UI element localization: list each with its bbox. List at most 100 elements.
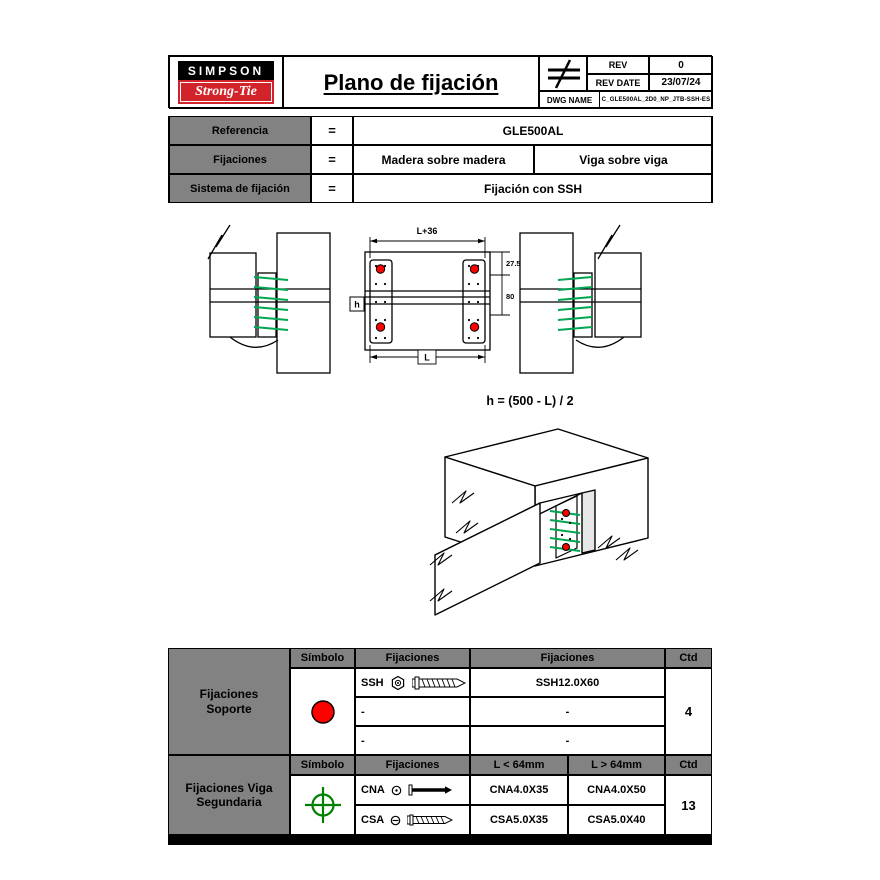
screw-head-icon — [390, 815, 401, 825]
col-ctd: Ctd — [665, 648, 712, 668]
marked-fasteners-red-3d — [562, 509, 570, 551]
support-fixings-table: Fijaciones Soporte Símbolo Fijaciones Fi… — [168, 648, 712, 755]
dwg-name-row: DWG NAME C_GLE500AL_2D0_NP_JTB-SSH-ES — [539, 91, 713, 109]
break-mark — [597, 224, 621, 260]
fixing-name-cell: SSH — [355, 668, 470, 697]
screw-icon — [407, 814, 454, 826]
fijaciones-value-1: Madera sobre madera — [353, 145, 534, 174]
technical-drawing: L+36 27.5 80 h — [207, 224, 649, 616]
screws-green — [253, 276, 289, 331]
fixing-name-cell: - — [355, 697, 470, 726]
nail-holes-3d — [560, 517, 572, 541]
beam-cut-strip — [581, 489, 596, 554]
side-view-left — [207, 224, 331, 374]
nail-icon — [408, 784, 452, 796]
break-mark — [207, 224, 231, 260]
logo-strongtie-text: Strong-Tie — [180, 82, 272, 102]
fixing-size-large: CSA5.0X40 — [568, 805, 665, 835]
col-length-large: L > 64mm — [568, 755, 665, 775]
fixing-name: CNA — [361, 784, 385, 796]
marked-fasteners-red — [375, 264, 480, 332]
dimension-top — [369, 237, 486, 258]
col-fijaciones: Fijaciones — [470, 648, 665, 668]
col-simbolo: Símbolo — [290, 755, 355, 775]
col-ctd: Ctd — [665, 755, 712, 775]
fijaciones-row: Fijaciones = Madera sobre madera Viga so… — [168, 145, 713, 174]
col-fijaciones: Fijaciones — [355, 755, 470, 775]
beam-qty: 13 — [665, 775, 712, 835]
secondary-beam-side — [434, 502, 541, 616]
fixing-name-cell: CSA — [355, 805, 470, 835]
col-simbolo: Símbolo — [290, 648, 355, 668]
break-marks-main-end — [451, 490, 479, 534]
beam-table-label: Fijaciones Viga Segundaria — [168, 755, 290, 835]
not-equal-symbol — [548, 59, 580, 89]
rev-label: REV — [587, 56, 649, 74]
sistema-label: Sistema de fijación — [169, 174, 311, 203]
dwg-name-label: DWG NAME — [540, 92, 600, 108]
reference-table: Referencia = GLE500AL Fijaciones = Mader… — [168, 116, 713, 203]
title-block: SIMPSON Strong-Tie Plano de fijación REV… — [168, 55, 713, 109]
dim-left-label: h — [354, 300, 360, 310]
not-equal-symbol-icon — [539, 56, 587, 91]
dimension-left-h — [349, 296, 365, 312]
break-marks-secondary-end — [429, 552, 453, 602]
dwg-name-value: C_GLE500AL_2D0_NP_JTB-SSH-ES — [601, 97, 711, 103]
drawing-area: L+36 27.5 80 h — [168, 203, 712, 648]
rev-value: 0 — [649, 56, 713, 74]
hanger-plate-right — [462, 259, 486, 344]
sistema-value: Fijación con SSH — [353, 174, 713, 203]
red-dot-symbol — [310, 699, 335, 724]
fijaciones-value-2: Viga sobre viga — [534, 145, 713, 174]
fixing-size: - — [470, 726, 665, 755]
nail-head-icon — [391, 785, 402, 795]
equals-sign: = — [311, 174, 353, 203]
support-symbol-cell — [290, 668, 355, 755]
hex-nut-icon — [391, 675, 404, 690]
hanger-plate-left — [369, 259, 393, 344]
logo-simpson-text: SIMPSON — [178, 61, 274, 80]
dim-right-bottom-label: 80 — [506, 292, 514, 301]
break-marks-main-right — [597, 535, 639, 561]
fixing-size-large: CNA4.0X50 — [568, 775, 665, 805]
support-qty: 4 — [665, 668, 712, 755]
rev-date-value: 23/07/24 — [649, 74, 713, 91]
screws-green — [557, 276, 593, 331]
referencia-value: GLE500AL — [353, 116, 713, 145]
fijaciones-label: Fijaciones — [169, 145, 311, 174]
equals-sign: = — [311, 116, 353, 145]
logo-strongtie-box: Strong-Tie — [178, 80, 274, 104]
rev-date-label: REV DATE — [587, 74, 649, 91]
equals-sign: = — [311, 145, 353, 174]
fixing-name: - — [361, 734, 365, 747]
fixing-name: CSA — [361, 814, 385, 826]
front-view: L+36 27.5 80 h — [349, 226, 521, 365]
crosshair-symbol — [304, 787, 341, 823]
footer-bar — [168, 835, 712, 845]
dim-top-label: L+36 — [417, 226, 438, 236]
col-fijaciones: Fijaciones — [355, 648, 470, 668]
fixing-name-cell: CNA — [355, 775, 470, 805]
dimension-bottom — [369, 345, 486, 365]
dim-right-top-label: 27.5 — [506, 259, 521, 268]
support-table-label: Fijaciones Soporte — [168, 648, 290, 755]
fixing-size-small: CNA4.0X35 — [470, 775, 568, 805]
referencia-label: Referencia — [169, 116, 311, 145]
fixing-size: - — [470, 697, 665, 726]
drawing-sheet: SIMPSON Strong-Tie Plano de fijación REV… — [168, 55, 713, 845]
sistema-row: Sistema de fijación = Fijación con SSH — [168, 174, 713, 203]
fixing-size: SSH12.0X60 — [470, 668, 665, 697]
col-length-small: L < 64mm — [470, 755, 568, 775]
fixing-name: SSH — [361, 676, 384, 689]
screws-green-3d — [549, 510, 581, 552]
reference-row: Referencia = GLE500AL — [168, 116, 713, 145]
height-formula: h = (500 - L) / 2 — [486, 394, 573, 408]
beam-symbol-cell — [290, 775, 355, 835]
page-title: Plano de fijación — [323, 69, 499, 95]
fixing-size-small: CSA5.0X35 — [470, 805, 568, 835]
dimension-right — [490, 251, 510, 316]
isometric-view — [429, 428, 649, 616]
dim-bottom-label: L — [424, 353, 430, 363]
fixing-name: - — [361, 705, 365, 718]
fixing-name-cell: - — [355, 726, 470, 755]
